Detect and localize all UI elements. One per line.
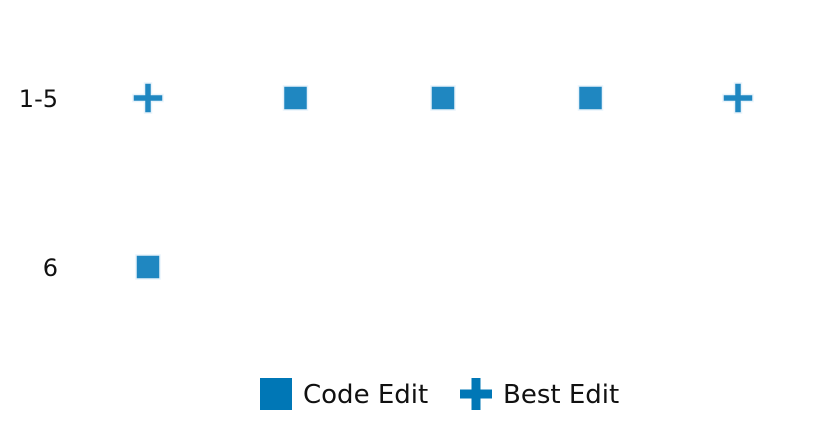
best-edit-marker-row-1-5-col-5 — [722, 82, 754, 114]
legend-code-edit-swatch — [260, 378, 292, 410]
legend: Code Edit Best Edit — [260, 378, 619, 410]
legend-best-edit-swatch — [460, 378, 492, 410]
code-edit-marker-row-1-5-col-4 — [577, 85, 604, 111]
legend-label-code-edit: Code Edit — [303, 380, 428, 410]
code-edit-marker-row-6-col-1 — [135, 254, 161, 280]
y-axis-tick-labels: 1-5 6 — [19, 85, 58, 282]
y-tick-label-6: 6 — [43, 254, 58, 282]
legend-label-best-edit: Best Edit — [503, 380, 619, 410]
y-tick-label-1-5: 1-5 — [19, 85, 58, 113]
code-edit-marker-row-1-5-col-3 — [430, 85, 456, 111]
chart-marks — [132, 82, 754, 280]
code-edit-marker-row-1-5-col-2 — [282, 85, 309, 111]
best-edit-marker-row-1-5-col-1 — [132, 82, 164, 114]
